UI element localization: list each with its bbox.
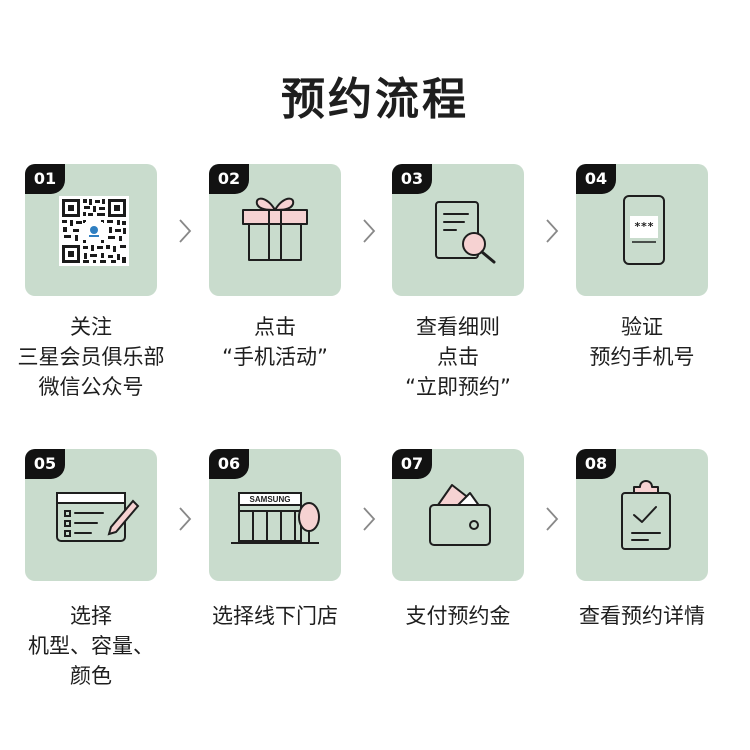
selection-form-icon	[56, 492, 140, 542]
wallet-icon	[429, 484, 491, 546]
step-card-06: SAMSUNG 06	[209, 449, 341, 581]
step-label-06: 选择线下门店	[212, 604, 338, 628]
step-number-badge: 01	[25, 164, 65, 194]
chevron-right-icon	[546, 507, 559, 531]
step-label-03: 查看细则点击“立即预约”	[405, 315, 511, 399]
chevron-right-icon	[546, 219, 559, 243]
step-card-04: *** 04	[576, 164, 708, 296]
step-number-badge: 05	[25, 449, 65, 479]
chevron-right-icon	[179, 507, 192, 531]
step-number-badge: 08	[576, 449, 616, 479]
step-label-04: 验证预约手机号	[589, 315, 695, 369]
step-label-01: 关注三星会员俱乐部微信公众号	[17, 315, 165, 399]
step-number-badge: 03	[392, 164, 432, 194]
step-label-05: 选择机型、容量、颜色	[28, 604, 154, 688]
step-card-02: 02	[209, 164, 341, 296]
step-label-08: 查看预约详情	[579, 604, 705, 628]
step-card-05: 05	[25, 449, 157, 581]
step-number-badge: 07	[392, 449, 432, 479]
chevron-right-icon	[363, 507, 376, 531]
step-card-03: 03	[392, 164, 524, 296]
chevron-right-icon	[179, 219, 192, 243]
gift-icon	[242, 197, 308, 261]
step-card-07: 07	[392, 449, 524, 581]
store-icon: SAMSUNG	[231, 492, 320, 544]
chevron-right-icon	[363, 219, 376, 243]
step-number-badge: 06	[209, 449, 249, 479]
page-title: 预约流程	[281, 74, 469, 125]
password-mask: ***	[634, 220, 654, 233]
step-card-08: 08	[576, 449, 708, 581]
step-card-01: 01	[25, 164, 157, 296]
document-magnifier-icon	[435, 201, 496, 264]
step-number-badge: 02	[209, 164, 249, 194]
phone-password-icon: ***	[623, 195, 665, 265]
step-label-07: 支付预约金	[405, 604, 511, 628]
qr-code-icon	[59, 196, 129, 266]
store-sign-text: SAMSUNG	[250, 495, 291, 504]
clipboard-check-icon	[621, 480, 671, 550]
step-number-badge: 04	[576, 164, 616, 194]
step-label-02: 点击“手机活动”	[222, 315, 328, 369]
